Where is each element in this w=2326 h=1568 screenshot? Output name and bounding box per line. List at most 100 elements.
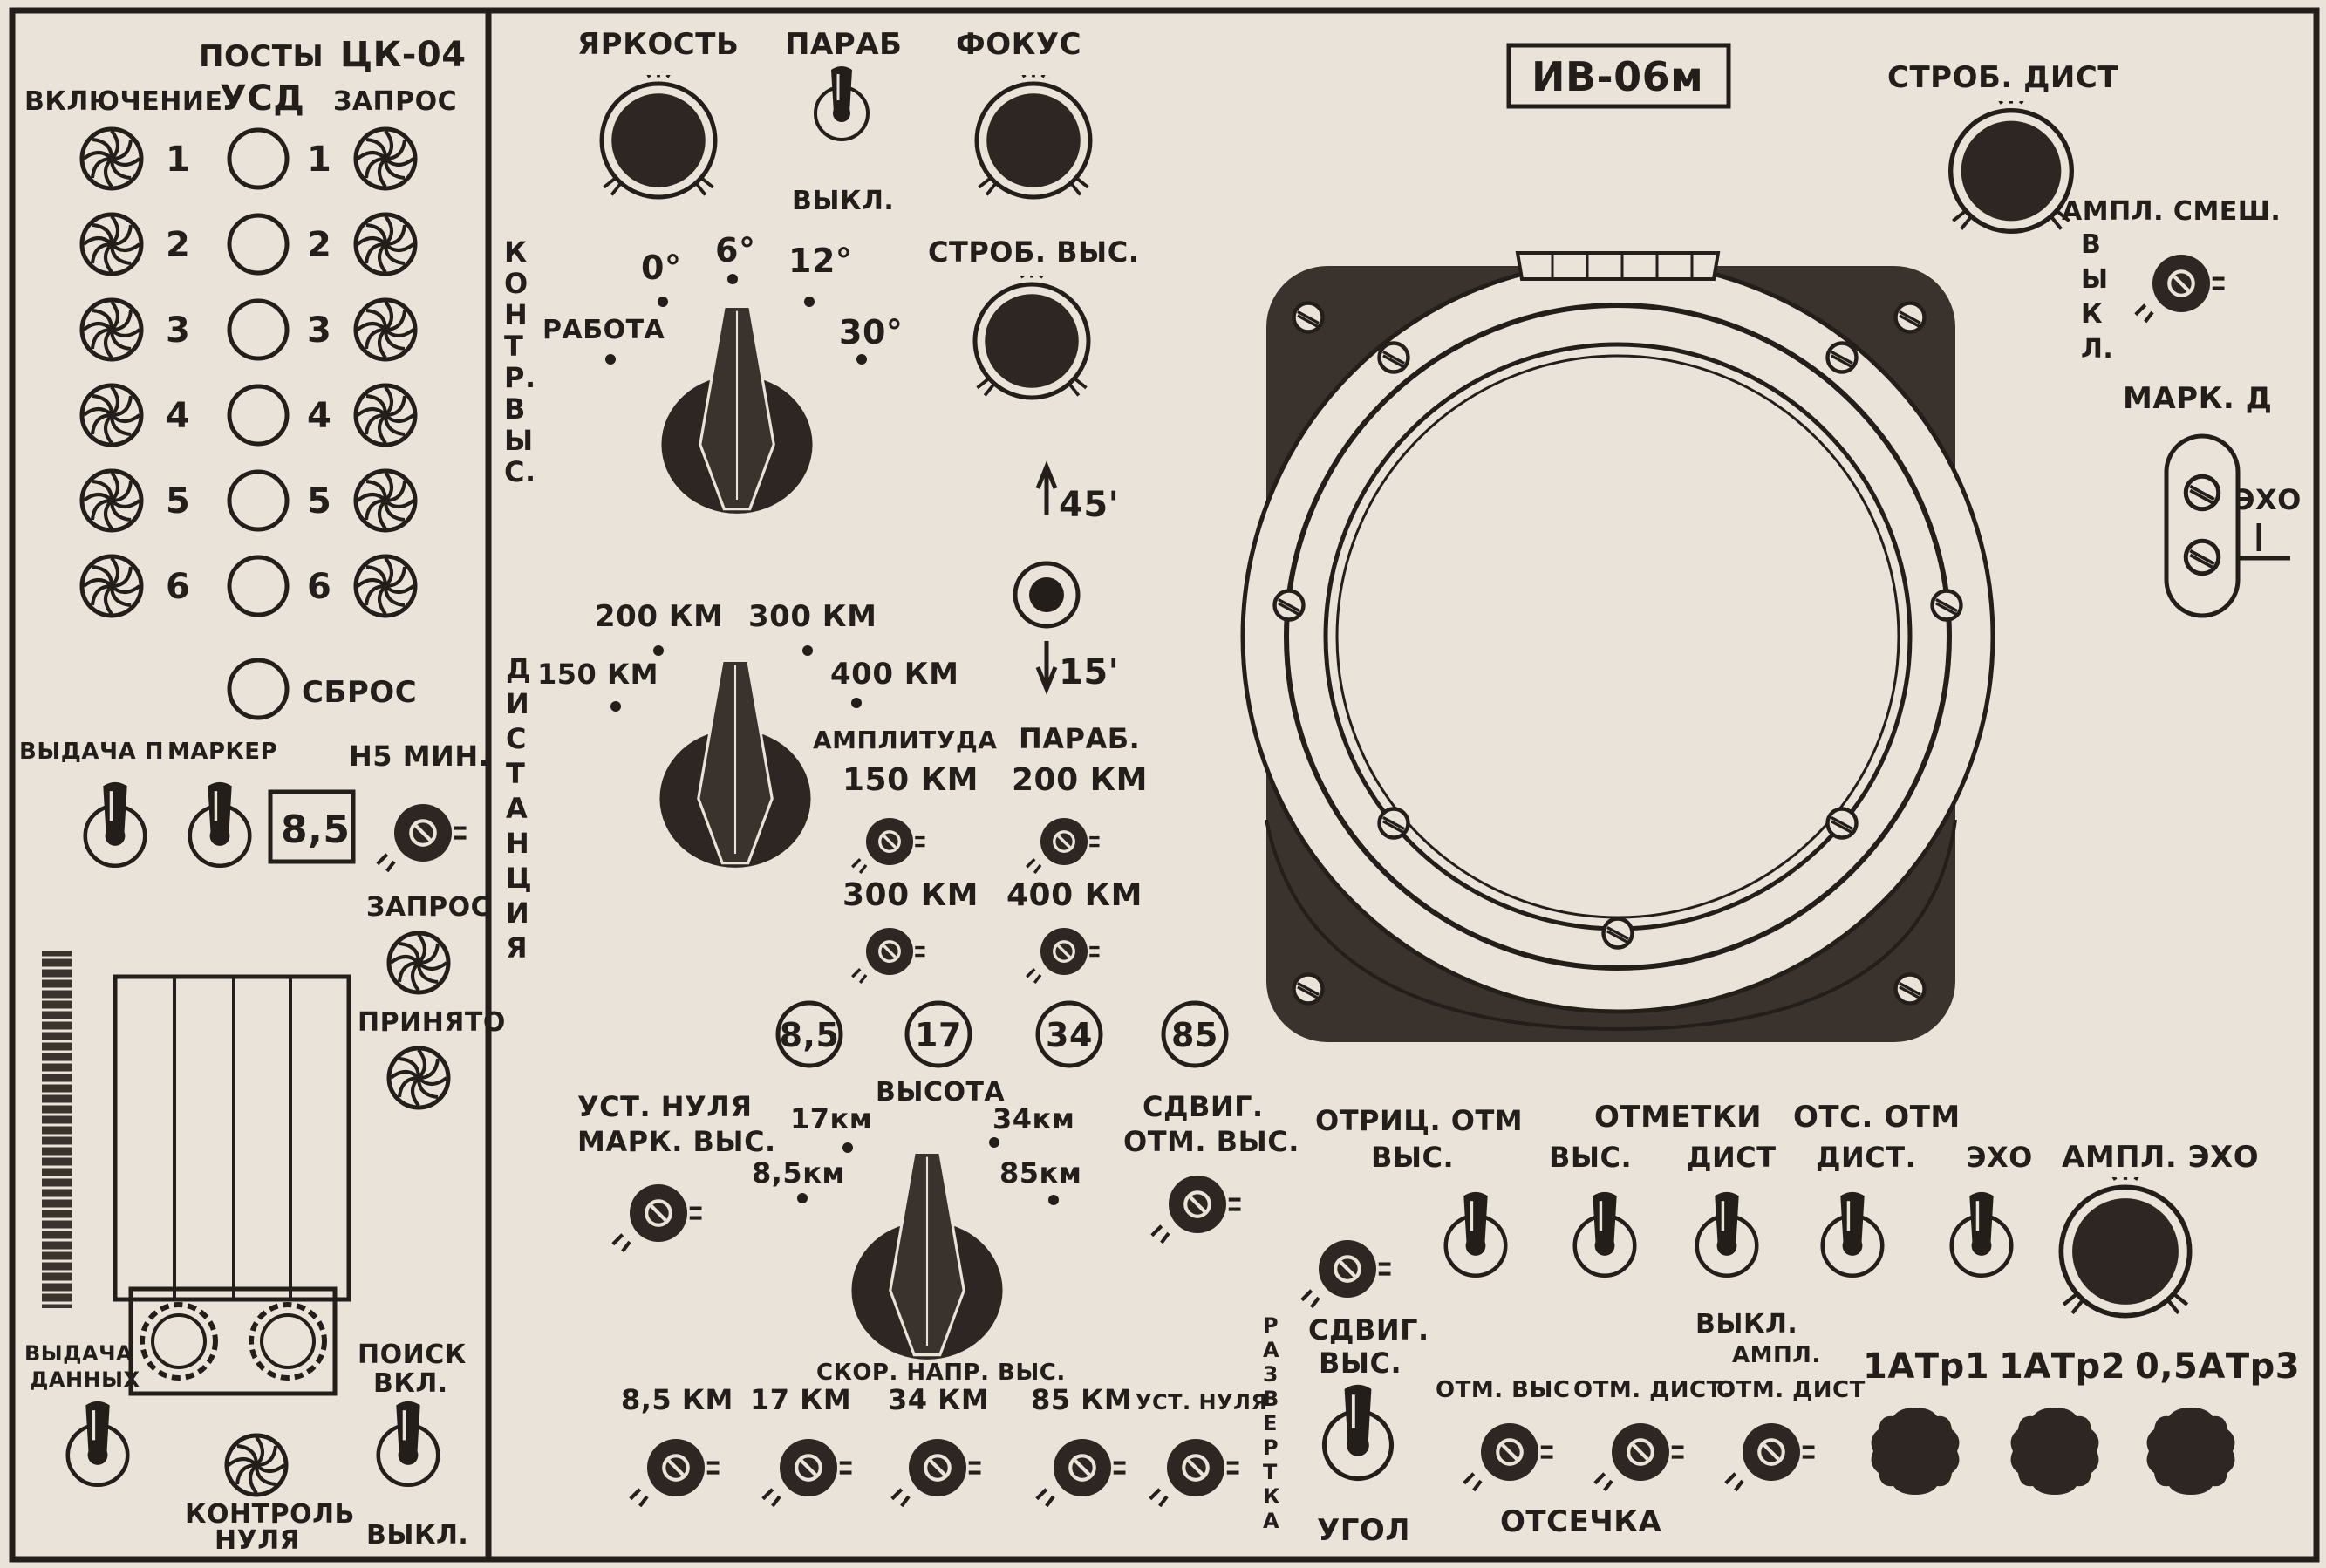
razv-vert-char: А (1263, 1509, 1279, 1533)
sdvig-label1: СДВИГ. (1143, 1090, 1264, 1123)
razvertka-toggle[interactable] (1325, 1385, 1392, 1479)
razv-vert-char: В (1263, 1387, 1279, 1411)
vykl-vert-char: Ы (2081, 264, 2109, 295)
bot-85-label: 8,5 КМ (621, 1383, 733, 1416)
parab-toggle[interactable] (814, 65, 870, 141)
fuse1[interactable] (1871, 1408, 1960, 1495)
otsechka-dist-knob[interactable] (1595, 1423, 1684, 1490)
crt-screw (1896, 303, 1925, 332)
tsk-label: ЦК-04 (340, 35, 467, 75)
fuse3[interactable] (2146, 1408, 2235, 1495)
fuse2[interactable] (2010, 1408, 2099, 1495)
ampl-smesh-knob[interactable] (2136, 255, 2225, 322)
angle-6-label: 6° (715, 231, 755, 269)
vkl-lamp-6 (82, 556, 141, 616)
range-200-label: 200 КМ (595, 599, 723, 634)
marker-toggle[interactable] (190, 782, 250, 866)
ots-label1: ОТС. ОТМ (1793, 1100, 1961, 1135)
otric-otm-knob[interactable] (1302, 1240, 1391, 1307)
otm-vys-label: ВЫС. (1549, 1141, 1632, 1174)
dist-vert-char: Я (506, 931, 528, 965)
poisk-toggle[interactable] (379, 1401, 439, 1485)
dist-vert-char: Т (506, 757, 525, 790)
mark-d-label: МАРК. Д (2123, 381, 2272, 416)
ampl-150-knob[interactable] (850, 816, 927, 875)
angle-dots (605, 274, 867, 365)
bot-85b-knob[interactable] (1037, 1439, 1126, 1506)
badge-ring-1 (904, 1000, 972, 1068)
fuse1-label: 1АТр1 (1863, 1346, 1989, 1387)
vydacha-p-label: ВЫДАЧА П (19, 739, 164, 765)
bot-17-knob[interactable] (763, 1439, 852, 1506)
vykl-ampl-label1: ВЫКЛ. (1695, 1309, 1797, 1340)
vkl-lamp-4 (82, 385, 141, 445)
bot-ust-knob[interactable] (1150, 1439, 1239, 1506)
zapros-lamp (389, 933, 448, 992)
marker-label: МАРКЕР (167, 739, 277, 765)
bot-85b-label: 85 КМ (1031, 1383, 1132, 1416)
usd-num-3: 3 (307, 310, 331, 351)
otric-toggle[interactable] (1446, 1192, 1506, 1276)
vkl-num-1: 1 (166, 140, 190, 180)
vydacha-p-toggle[interactable] (85, 782, 146, 866)
parab-200-label: 200 КМ (1012, 762, 1148, 798)
otm-dist-small-label: ОТМ. ДИСТ. (1573, 1377, 1731, 1403)
angle-button-ring[interactable] (1013, 561, 1081, 629)
height-selector[interactable] (849, 1150, 1005, 1361)
ots-dist-toggle[interactable] (1823, 1192, 1883, 1276)
fokus-knob[interactable] (977, 65, 1090, 198)
crt-screw (1380, 809, 1409, 838)
counter-wheel[interactable] (42, 951, 72, 1308)
parab-vykl-label: ВЫКЛ. (792, 186, 894, 216)
prinyato-lamp (389, 1048, 448, 1108)
badge-ring-0 (775, 1000, 843, 1068)
ampl-300-knob[interactable] (850, 926, 927, 985)
parab-400-label: 400 КМ (1006, 877, 1143, 913)
n5-knob[interactable] (378, 804, 467, 871)
angle-button[interactable] (1029, 577, 1064, 612)
range-150-label: 150 КМ (537, 658, 658, 691)
parab-400-knob[interactable] (1025, 926, 1102, 985)
usd-button-1[interactable] (227, 127, 290, 190)
n5-label: Н5 МИН. (349, 740, 489, 773)
eho-label: ЭХО (2234, 483, 2302, 516)
otsechka-ampl-knob[interactable] (1726, 1423, 1815, 1490)
ampl-eho-knob[interactable] (2061, 1165, 2189, 1316)
yarkost-knob[interactable] (602, 65, 715, 198)
bot-34-knob[interactable] (892, 1439, 981, 1506)
arrow-up-icon (1035, 460, 1058, 515)
range-selector[interactable] (658, 658, 813, 869)
n5-value: 8,5 (281, 808, 350, 852)
usd-button-4[interactable] (227, 384, 290, 447)
sdvig-otm-knob[interactable] (1152, 1176, 1241, 1243)
parab-200-knob[interactable] (1025, 816, 1102, 875)
usd-button-2[interactable] (227, 213, 290, 276)
angle-0-label: 0° (641, 249, 681, 287)
otsechka-vys-knob[interactable] (1464, 1423, 1553, 1490)
ust-nulya-knob[interactable] (613, 1184, 702, 1251)
otm-dist-toggle[interactable] (1697, 1192, 1757, 1276)
ampl-300-label: 300 КМ (842, 877, 979, 913)
badge-ring-2 (1035, 1000, 1103, 1068)
dist-vert-char: Ц (506, 862, 532, 895)
strob-dist-knob[interactable] (1951, 90, 2072, 232)
skor-label: СКОР. НАПР. ВЫС. (816, 1360, 1066, 1386)
zapros2-label: ЗАПРОС (366, 892, 490, 923)
otm-vys-toggle[interactable] (1575, 1192, 1635, 1276)
kontr-vys-vert-char: К (504, 235, 528, 269)
usd-button-5[interactable] (227, 469, 290, 532)
ampl-smesh-label: АМПЛ. СМЕШ. (2062, 196, 2281, 227)
strob-vys-knob[interactable] (975, 265, 1088, 399)
kontrol-label2: НУЛЯ (215, 1525, 300, 1556)
up45-label: 45' (1059, 485, 1119, 525)
kontr-vys-selector[interactable] (659, 304, 815, 515)
usd-button-3[interactable] (227, 298, 290, 361)
usd-button-6[interactable] (227, 555, 290, 617)
bot-85-knob[interactable] (631, 1439, 720, 1506)
reset-button[interactable] (227, 658, 290, 720)
vydacha-dan-toggle[interactable] (68, 1401, 128, 1485)
eho-toggle[interactable] (1952, 1192, 2012, 1276)
mark-d-switch[interactable] (2164, 433, 2241, 618)
vykl-vert-label: ВЫКЛ. (2081, 229, 2113, 365)
